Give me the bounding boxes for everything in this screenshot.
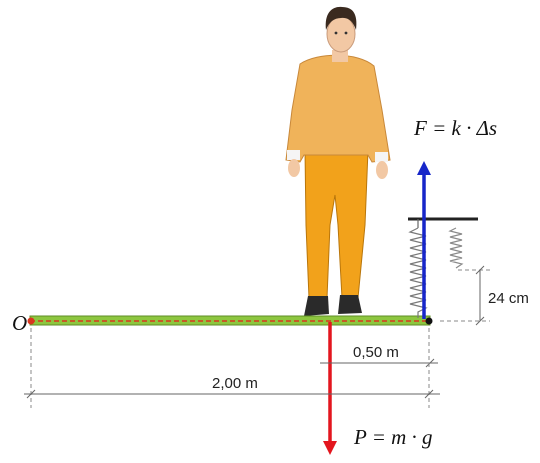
person-distance-tick-right bbox=[425, 358, 435, 368]
extension-tick-bottom bbox=[475, 316, 485, 326]
beam bbox=[27, 315, 433, 326]
spring-force-label: F = k · Δs bbox=[413, 116, 497, 140]
beam-length-label: 2,00 m bbox=[212, 375, 258, 392]
person-illustration bbox=[285, 6, 391, 316]
right-shoe bbox=[338, 295, 362, 314]
left-cuff bbox=[287, 150, 300, 160]
weight-label: P = m · g bbox=[353, 425, 433, 449]
spring-coil-stretched bbox=[408, 227, 428, 318]
beam-end-point bbox=[425, 317, 433, 325]
origin-label: O bbox=[12, 311, 27, 335]
left-eye bbox=[334, 31, 338, 35]
spring-coil-rest bbox=[448, 227, 464, 269]
right-hand bbox=[376, 161, 388, 179]
neck bbox=[332, 50, 348, 62]
extension-tick-top bbox=[475, 265, 485, 275]
beam-length-tick-right bbox=[424, 389, 434, 399]
sweater bbox=[285, 54, 391, 163]
right-cuff bbox=[375, 152, 388, 162]
hair bbox=[325, 6, 357, 30]
right-eye bbox=[344, 31, 348, 35]
spring-assembly bbox=[408, 217, 478, 318]
left-hand bbox=[288, 159, 300, 177]
beam-length-tick-left bbox=[26, 389, 36, 399]
left-shoe bbox=[304, 296, 329, 316]
person-distance-dimension: 0,50 m bbox=[320, 344, 438, 368]
person-distance-label: 0,50 m bbox=[353, 344, 399, 361]
beam-length-dimension: 2,00 m bbox=[24, 328, 440, 408]
pivot-point bbox=[27, 317, 35, 325]
spring-extension-label: 24 cm bbox=[488, 290, 529, 307]
trousers bbox=[304, 149, 369, 299]
extension-dimension: 24 cm bbox=[440, 265, 529, 326]
